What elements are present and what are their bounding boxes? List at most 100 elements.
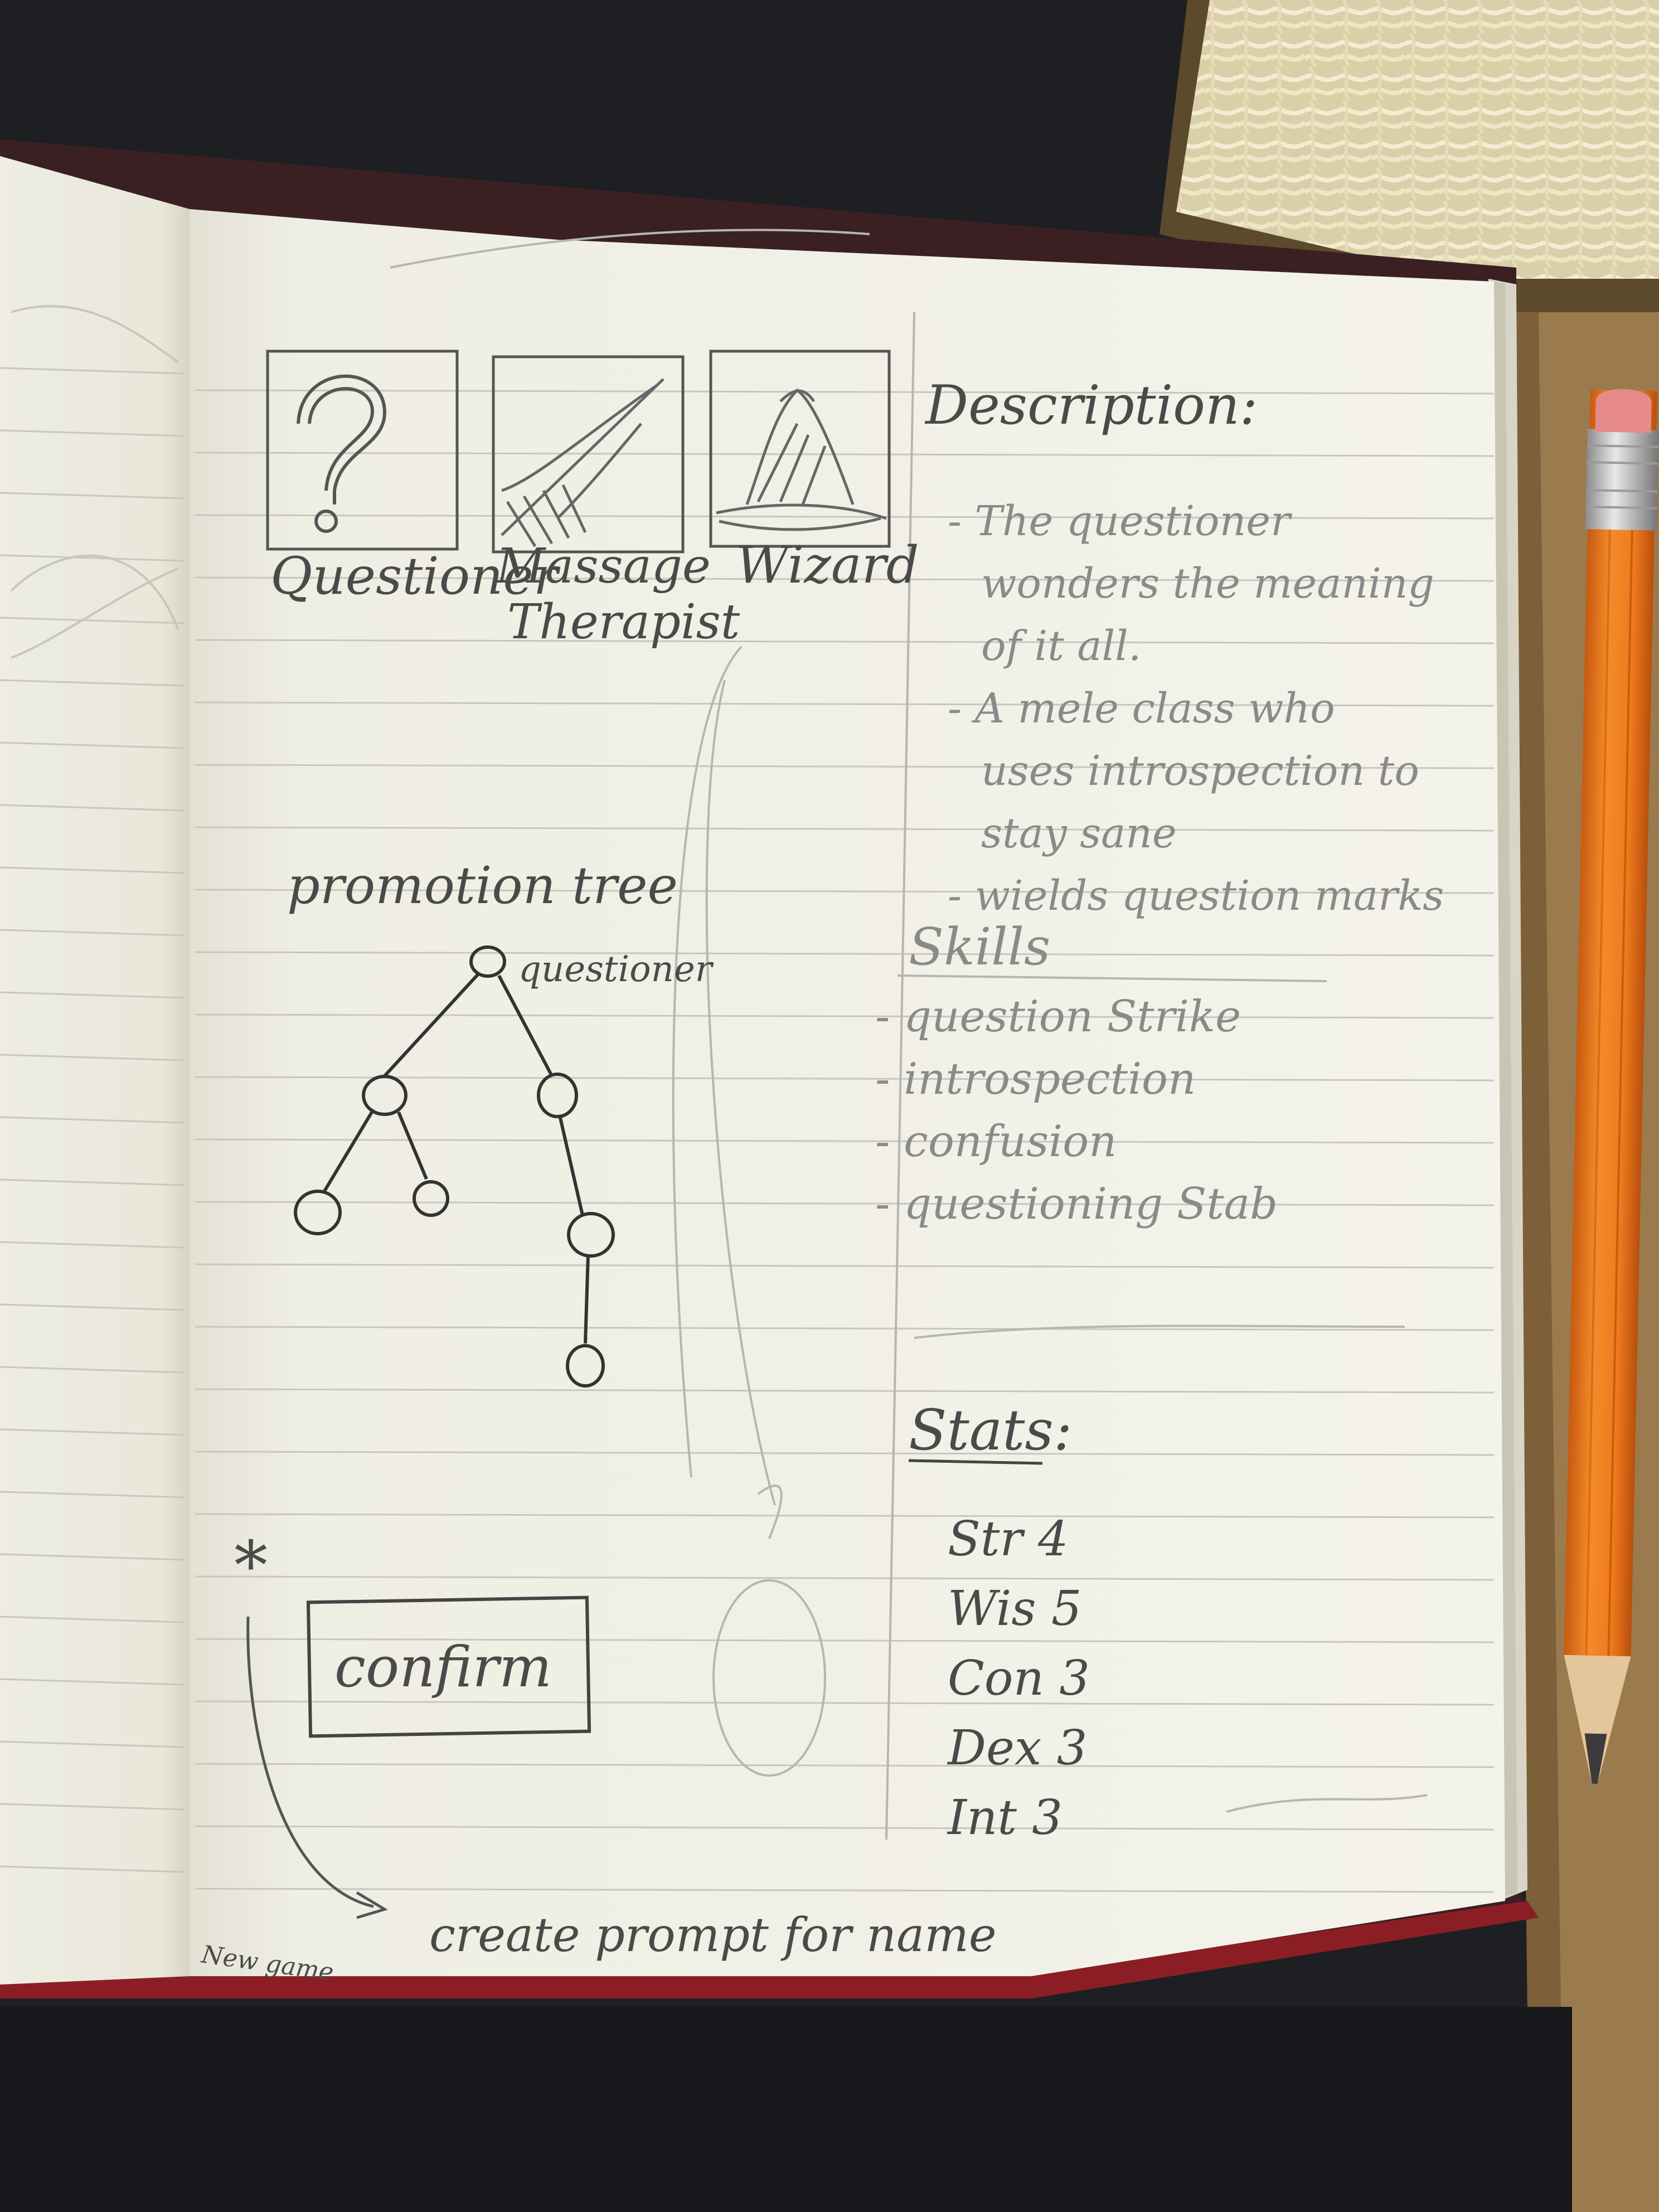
ruled-line bbox=[195, 1638, 1495, 1643]
ruled-line bbox=[195, 1763, 1495, 1768]
ruled-line bbox=[0, 1740, 185, 1748]
tree-node bbox=[413, 1180, 449, 1217]
confirm-button-sketch bbox=[306, 1595, 591, 1738]
pencil-eraser bbox=[1595, 389, 1652, 433]
tree-edge bbox=[322, 1108, 375, 1194]
ruled-line bbox=[195, 1263, 1495, 1269]
stats-underline bbox=[908, 1459, 1043, 1465]
ruled-line bbox=[0, 429, 185, 437]
ruled-line bbox=[0, 1116, 185, 1124]
description-title: Description: bbox=[924, 374, 1258, 436]
ruled-line bbox=[195, 951, 1495, 957]
ruled-line bbox=[195, 701, 1495, 707]
ruled-line bbox=[0, 804, 185, 812]
pencil-ferrule bbox=[1585, 429, 1659, 531]
arrow-head-icon bbox=[356, 1891, 389, 1919]
tree-node-root bbox=[469, 945, 506, 978]
question-mark-icon bbox=[297, 374, 387, 533]
confirm-button-label: confirm bbox=[334, 1634, 552, 1700]
class-label-massage-line-2: Therapist bbox=[507, 594, 740, 650]
ruled-line bbox=[0, 1366, 185, 1374]
ruled-line bbox=[195, 1201, 1495, 1206]
ruled-line bbox=[195, 1888, 1495, 1893]
right-page bbox=[190, 209, 1505, 1976]
ruled-line bbox=[0, 929, 185, 937]
left-page bbox=[0, 156, 190, 1985]
tree-edge bbox=[397, 1111, 428, 1180]
descLines-item: uses introspection to bbox=[981, 747, 1419, 795]
ruled-line bbox=[0, 1491, 185, 1498]
ruled-line bbox=[0, 554, 185, 562]
statLines-item: Wis 5 bbox=[948, 1581, 1082, 1637]
prompt-note: create prompt for name bbox=[429, 1908, 997, 1962]
ruled-line bbox=[0, 617, 185, 624]
ruled-line bbox=[0, 367, 185, 375]
tree-edge bbox=[584, 1254, 590, 1344]
ruled-line bbox=[195, 1013, 1495, 1019]
asterisk-mark: * bbox=[234, 1527, 268, 1605]
class-label-questioner: Questioner bbox=[270, 546, 561, 606]
wizard-hat-icon bbox=[716, 388, 887, 531]
ruled-line bbox=[0, 1678, 185, 1686]
stats-title: Stats: bbox=[909, 1398, 1073, 1463]
ruled-line bbox=[195, 1388, 1495, 1394]
skillLines-item: - confusion bbox=[875, 1117, 1117, 1167]
ruled-line bbox=[0, 741, 185, 749]
skillLines-item: - introspection bbox=[875, 1054, 1196, 1104]
ruled-line bbox=[195, 826, 1495, 832]
ruled-lines bbox=[0, 367, 1495, 1893]
ruled-line bbox=[0, 1303, 185, 1311]
ruled-line bbox=[0, 1616, 185, 1623]
statLines-item: Con 3 bbox=[948, 1651, 1090, 1706]
flow-arrow bbox=[246, 1616, 374, 1908]
ruled-line bbox=[195, 1513, 1495, 1519]
statLines-item: Str 4 bbox=[948, 1511, 1069, 1567]
ruled-line bbox=[195, 576, 1495, 582]
ruled-line bbox=[0, 492, 185, 499]
pencil bbox=[1564, 389, 1659, 1784]
promotion-tree-graph bbox=[294, 945, 615, 1388]
ruled-line bbox=[195, 1451, 1495, 1456]
ruled-line bbox=[195, 764, 1495, 769]
ruled-line bbox=[195, 1326, 1495, 1331]
tree-edge bbox=[559, 1117, 584, 1216]
tree-root-label: questioner bbox=[518, 949, 714, 990]
ruled-line bbox=[195, 514, 1495, 520]
ruled-line bbox=[195, 389, 1495, 395]
descLines-item: wonders the meaning bbox=[981, 560, 1434, 608]
promotion-tree-title: promotion tree bbox=[287, 856, 678, 915]
ruled-line bbox=[0, 991, 185, 999]
ruled-line bbox=[195, 1700, 1495, 1706]
ruled-line bbox=[0, 679, 185, 687]
ruled-line bbox=[195, 639, 1495, 644]
tree-node bbox=[294, 1190, 342, 1235]
skillLines-item: - question Strike bbox=[875, 992, 1241, 1042]
class-label-massage-line-1: Massage bbox=[495, 539, 711, 594]
skills-title: Skills bbox=[909, 917, 1050, 977]
tree-edge bbox=[497, 974, 554, 1077]
ruled-line bbox=[0, 1241, 185, 1249]
tree-node bbox=[567, 1212, 615, 1258]
skills-list: - question Strike - introspection - confus… bbox=[875, 992, 1278, 1229]
statLines-item: Dex 3 bbox=[947, 1720, 1087, 1776]
ruled-line bbox=[0, 866, 185, 874]
ruled-line bbox=[0, 1865, 185, 1873]
descLines-item: stay sane bbox=[981, 809, 1177, 857]
class-label-massage-therapist: Massage Therapist bbox=[495, 539, 740, 650]
massage-therapist-icon-box bbox=[492, 355, 685, 554]
ruled-line bbox=[195, 1076, 1495, 1081]
ruled-line bbox=[0, 1178, 185, 1186]
questioner-icon-box bbox=[266, 350, 459, 551]
tree-node bbox=[566, 1344, 605, 1388]
descLines-item: - wields question marks bbox=[948, 872, 1444, 920]
ruled-line bbox=[0, 1054, 185, 1061]
ruled-line bbox=[0, 1553, 185, 1561]
skillLines-item: - questioning Stab bbox=[875, 1179, 1278, 1229]
stats-list: Str 4 Wis 5 Con 3 Dex 3 Int 3 bbox=[947, 1511, 1090, 1846]
ruled-line bbox=[195, 1825, 1495, 1831]
tree-edge bbox=[383, 971, 481, 1078]
descLines-item: of it all. bbox=[981, 622, 1141, 670]
ruled-line bbox=[195, 889, 1495, 894]
descLines-item: - A mele class who bbox=[948, 685, 1335, 733]
statLines-item: Int 3 bbox=[947, 1790, 1063, 1846]
